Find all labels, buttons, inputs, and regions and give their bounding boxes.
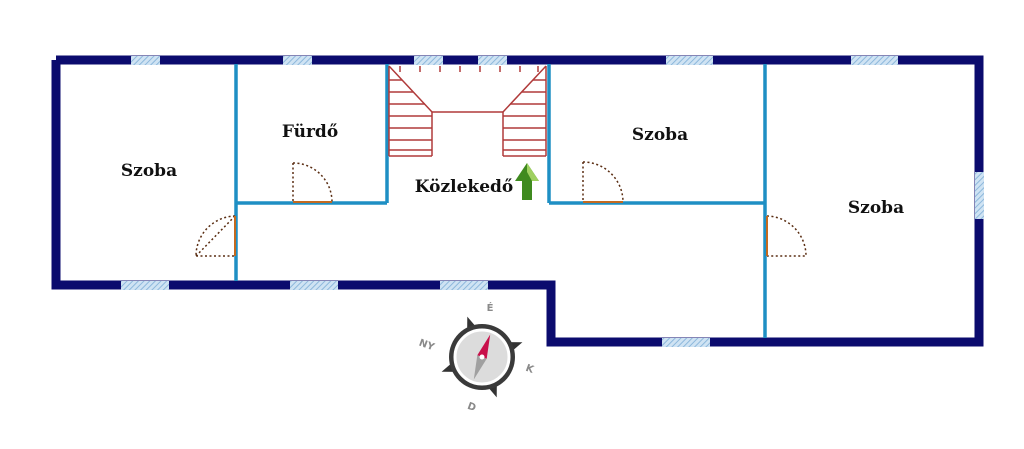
window bbox=[121, 281, 169, 290]
compass-west: NY bbox=[417, 338, 436, 354]
window bbox=[666, 56, 713, 65]
door bbox=[766, 215, 807, 257]
windows bbox=[121, 56, 984, 347]
window bbox=[478, 56, 507, 65]
window bbox=[975, 172, 984, 219]
staircase bbox=[388, 65, 547, 157]
outer-walls bbox=[51, 55, 984, 347]
compass-east: K bbox=[524, 363, 536, 376]
room-label-corridor: Közlekedő bbox=[415, 177, 514, 197]
window bbox=[290, 281, 338, 290]
compass-north: É bbox=[487, 301, 494, 314]
door bbox=[195, 215, 236, 257]
room-label-center: Szoba bbox=[632, 125, 688, 145]
door bbox=[582, 161, 624, 203]
window bbox=[283, 56, 312, 65]
compass-icon: É K D NY bbox=[417, 301, 536, 414]
room-label-left: Szoba bbox=[121, 161, 177, 181]
arrow-up-icon bbox=[515, 163, 539, 200]
door bbox=[292, 162, 333, 203]
room-label-bath: Fürdő bbox=[282, 122, 338, 142]
compass-south: D bbox=[466, 401, 478, 414]
window bbox=[414, 56, 443, 65]
window bbox=[440, 281, 488, 290]
room-label-right: Szoba bbox=[848, 198, 904, 218]
window bbox=[131, 56, 160, 65]
window bbox=[662, 338, 710, 347]
window bbox=[851, 56, 898, 65]
